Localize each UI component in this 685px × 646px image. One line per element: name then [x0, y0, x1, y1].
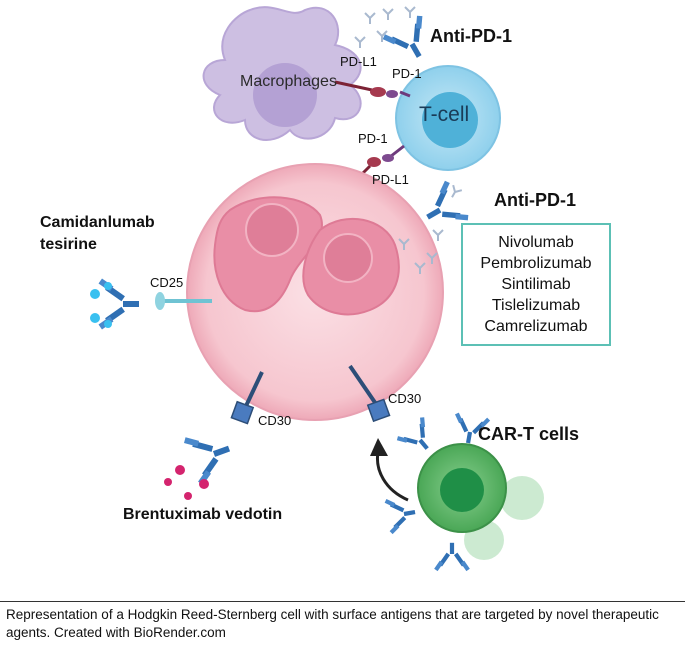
drug-item: Sintilimab [501, 276, 571, 293]
cart-cell-nucleus [440, 468, 484, 512]
brentuximab-payload-icon [164, 465, 209, 500]
hrs-nucleolus-left [245, 203, 299, 257]
figure-caption: Representation of a Hodgkin Reed-Sternbe… [0, 601, 685, 646]
pd1-mid-label: PD-1 [358, 131, 388, 146]
cd30-receptor-right [348, 364, 391, 423]
macrophage-nucleus [253, 63, 317, 127]
cd25-label: CD25 [150, 275, 184, 290]
cd30-receptor-left [230, 371, 264, 425]
drug-item: Nivolumab [498, 234, 574, 251]
tcell-nucleus [422, 92, 478, 148]
camidanlumab-label-line2: tesirine [40, 236, 97, 253]
anti-pd1-right-label: Anti-PD-1 [494, 190, 576, 210]
cart-arrow-head-icon [370, 438, 388, 456]
drug-item: Camrelizumab [484, 318, 588, 335]
pdl1-mid-label: PD-L1 [372, 172, 409, 187]
tcell-label: T-cell [419, 103, 470, 126]
pdl1-pd1-interaction-top [334, 80, 411, 98]
brentuximab-antibody [182, 424, 238, 487]
macrophages-label: Macrophages [240, 73, 337, 90]
drug-item: Tislelizumab [491, 297, 581, 314]
camidanlumab-payload-icon [90, 282, 112, 328]
camidanlumab-label-line1: Camidanlumab [40, 214, 155, 231]
cd30-right-label: CD30 [388, 391, 422, 406]
diagram-canvas [90, 6, 544, 572]
cd25-receptor [155, 292, 212, 310]
drug-item: Pembrolizumab [480, 255, 592, 272]
anti-pd1-drug-list: Nivolumab Pembrolizumab Sintilimab Tisle… [461, 223, 611, 346]
anti-pd1-top-label: Anti-PD-1 [430, 26, 512, 46]
pd1-top-label: PD-1 [392, 66, 422, 81]
hrs-nucleolus-right [323, 233, 373, 283]
cd30-left-label: CD30 [258, 413, 292, 428]
cart-arrow [375, 451, 409, 502]
pdl1-top-label: PD-L1 [340, 54, 377, 69]
brentuximab-label: Brentuximab vedotin [123, 506, 283, 523]
cart-label: CAR-T cells [478, 424, 580, 444]
